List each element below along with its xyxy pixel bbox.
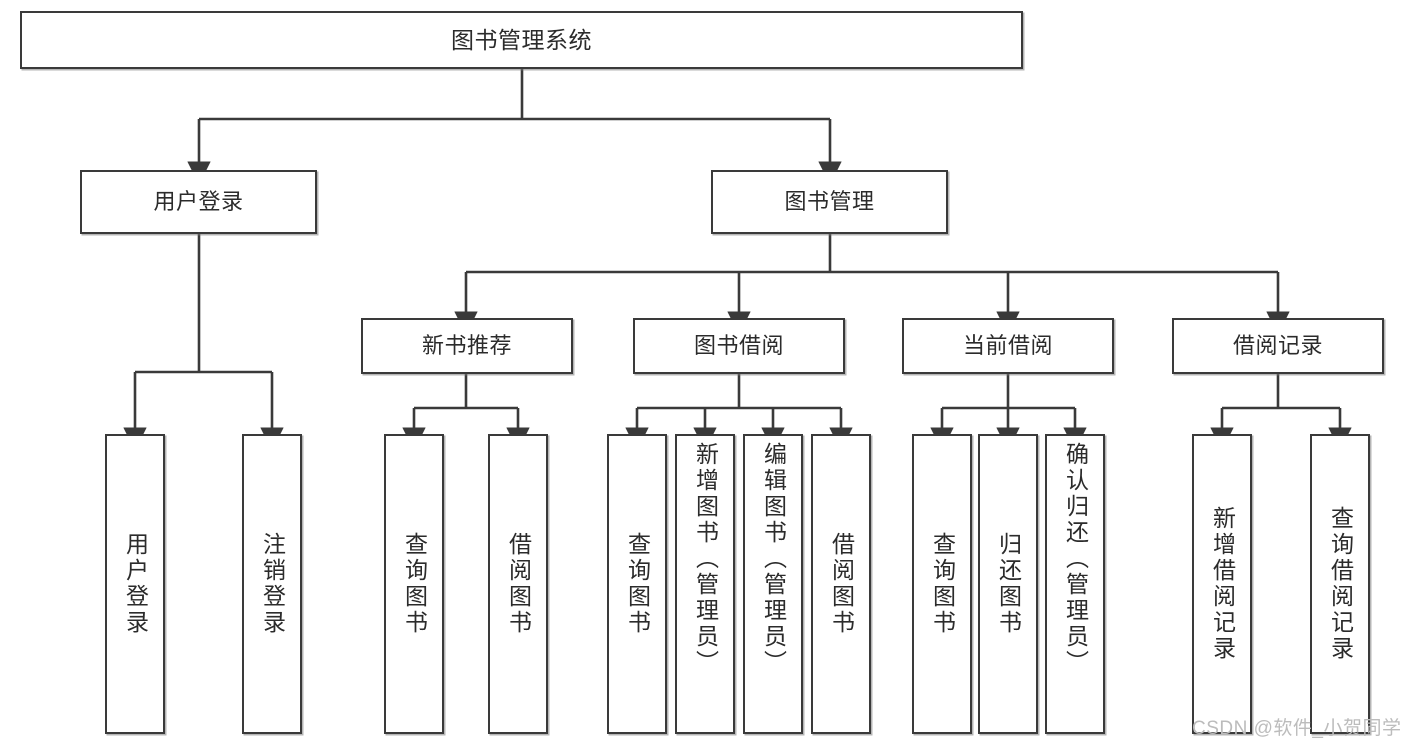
node-label: 借阅记录 — [1232, 333, 1323, 359]
node-label: 图书借阅 — [693, 333, 784, 359]
node-label: 借阅图书 — [505, 532, 532, 636]
leaf-return-book[interactable]: 归还图书 — [978, 434, 1038, 734]
node-label: 查询图书 — [624, 532, 651, 636]
node-label: 新书推荐 — [421, 333, 512, 359]
node-new-book-recommend[interactable]: 新书推荐 — [361, 318, 573, 374]
node-label: 查询图书 — [401, 532, 428, 636]
node-label: 用户登录 — [122, 532, 149, 636]
node-label: 新增借阅记录 — [1209, 506, 1236, 662]
node-user-login[interactable]: 用户登录 — [80, 170, 317, 234]
leaf-confirm-return-admin[interactable]: 确认归还（管理员） — [1045, 434, 1105, 734]
leaf-edit-book-admin[interactable]: 编辑图书（管理员） — [743, 434, 803, 734]
node-label: 借阅图书 — [828, 532, 855, 636]
leaf-add-borrow-record[interactable]: 新增借阅记录 — [1192, 434, 1252, 734]
node-label: 确认归还（管理员） — [1062, 442, 1089, 676]
node-label: 当前借阅 — [962, 333, 1053, 359]
node-book-borrow[interactable]: 图书借阅 — [633, 318, 845, 374]
leaf-add-book-admin[interactable]: 新增图书（管理员） — [675, 434, 735, 734]
leaf-user-login[interactable]: 用户登录 — [105, 434, 165, 734]
leaf-query-borrow-record[interactable]: 查询借阅记录 — [1310, 434, 1370, 734]
node-label: 新增图书（管理员） — [692, 442, 719, 676]
node-label: 编辑图书（管理员） — [760, 442, 787, 676]
node-label: 图书管理 — [784, 189, 875, 215]
leaf-query-book-borrow[interactable]: 查询图书 — [607, 434, 667, 734]
node-current-borrow[interactable]: 当前借阅 — [902, 318, 1114, 374]
node-label: 查询图书 — [929, 532, 956, 636]
csdn-watermark: CSDN @软件_小贺同学 — [1192, 718, 1402, 739]
node-root-book-management-system[interactable]: 图书管理系统 — [20, 11, 1023, 69]
node-borrow-record[interactable]: 借阅记录 — [1172, 318, 1384, 374]
leaf-query-book-current[interactable]: 查询图书 — [912, 434, 972, 734]
leaf-borrow-book-borrow[interactable]: 借阅图书 — [811, 434, 871, 734]
leaf-query-book-new-recommend[interactable]: 查询图书 — [384, 434, 444, 734]
node-label: 查询借阅记录 — [1327, 506, 1354, 662]
leaf-logout-login[interactable]: 注销登录 — [242, 434, 302, 734]
node-label: 图书管理系统 — [451, 26, 592, 53]
node-label: 归还图书 — [995, 532, 1022, 636]
node-label: 用户登录 — [153, 189, 244, 215]
leaf-borrow-book-new-recommend[interactable]: 借阅图书 — [488, 434, 548, 734]
node-book-management[interactable]: 图书管理 — [711, 170, 948, 234]
node-label: 注销登录 — [259, 532, 286, 636]
